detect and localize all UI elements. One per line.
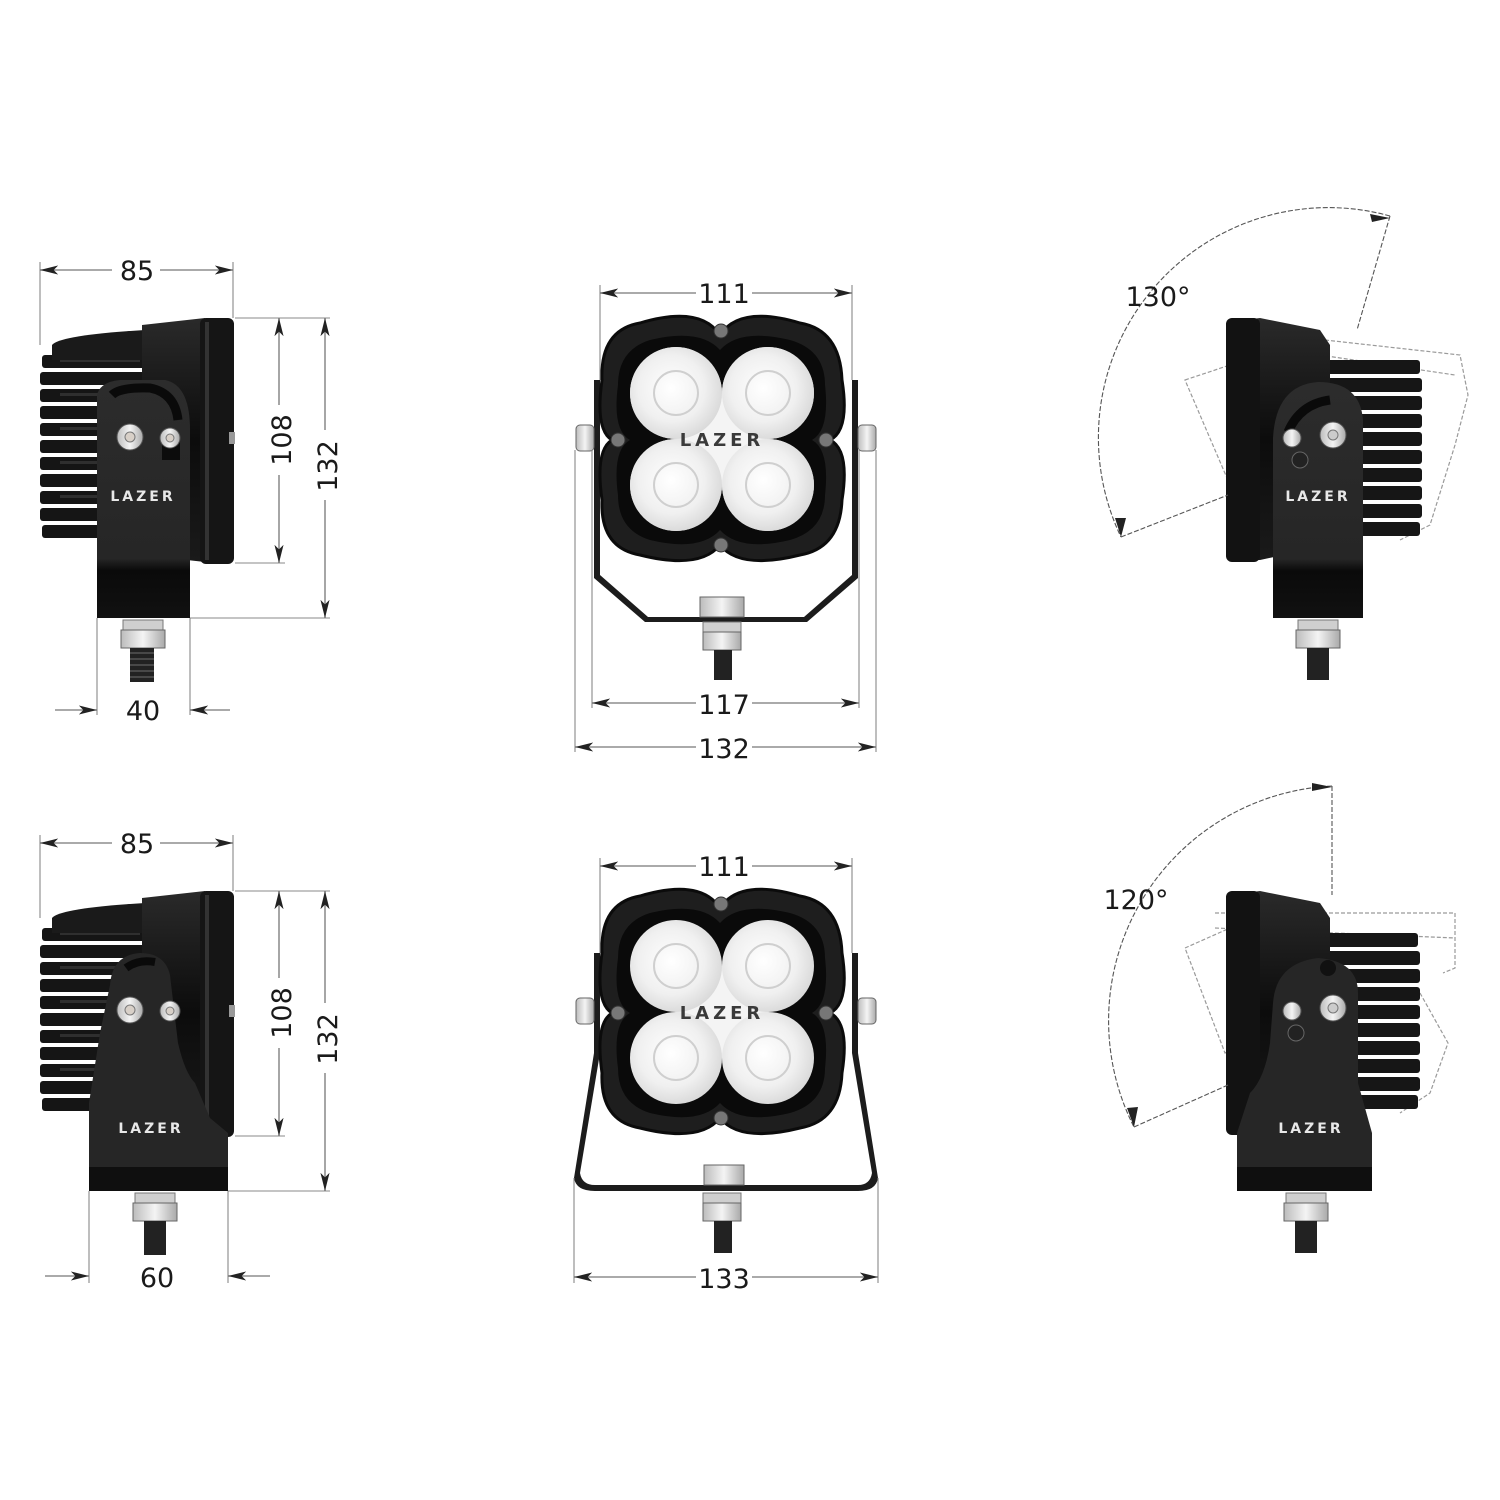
dim-overall-height-wide: 132 (313, 1013, 344, 1065)
tilt-view-standard: LAZER 130° (1097, 207, 1469, 680)
lazer-logo-tilt: LAZER (1285, 489, 1350, 505)
dim-housing-width-wide: 111 (698, 852, 750, 883)
dim-lens-height: 108 (267, 414, 298, 466)
tilt-view-wide: LAZER 120° (1103, 783, 1456, 1253)
dim-depth-wide: 85 (120, 829, 154, 860)
dim-bracket-width-wide: 60 (140, 1263, 174, 1294)
side-view-wide: LAZER 85 108 132 60 (39, 829, 344, 1294)
tilt-angle-label: 130° (1125, 282, 1190, 313)
dim-bracket-inner-width: 117 (698, 690, 750, 721)
front-view-standard: LAZER 111 117 132 (574, 279, 877, 765)
dim-bracket-width: 40 (126, 696, 160, 727)
lazer-logo-front: LAZER (680, 430, 765, 451)
lazer-logo-front-wide: LAZER (680, 1003, 765, 1024)
dim-overall-width: 132 (698, 734, 750, 765)
tilt-angle-label-wide: 120° (1103, 885, 1168, 916)
dim-depth: 85 (120, 256, 154, 287)
dim-lens-height-wide: 108 (267, 987, 298, 1039)
lazer-logo: LAZER (110, 489, 175, 505)
front-view-wide: LAZER 111 133 (573, 852, 879, 1295)
dim-housing-width: 111 (698, 279, 750, 310)
lazer-logo-wide: LAZER (118, 1121, 183, 1137)
dim-overall-height: 132 (313, 440, 344, 492)
side-view-standard: LAZER 85 108 132 40 (39, 256, 344, 727)
dim-overall-width-wide: 133 (698, 1264, 750, 1295)
lazer-logo-tilt-wide: LAZER (1278, 1121, 1343, 1137)
